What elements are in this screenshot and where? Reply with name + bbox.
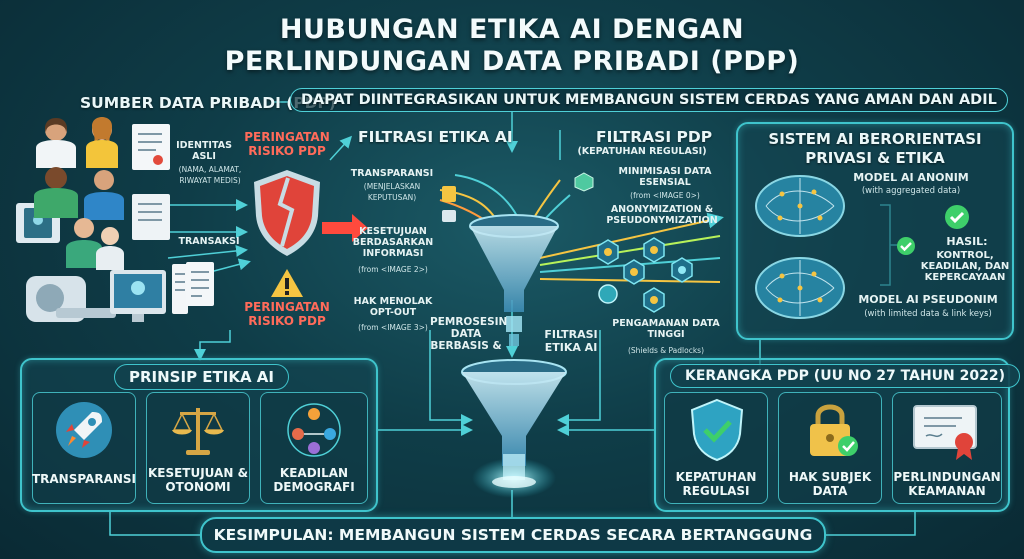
ai-system-header: SISTEM AI BERORIENTASI PRIVASI & ETIKA [768,130,982,167]
principle-label-fairness: KEADILAN DEMOGRAFI [273,466,355,494]
demographic-group-icon [287,403,341,457]
brain-icon-pseudo [755,257,845,319]
framework-label-compliance: KEPATUHAN REGULASI [675,470,757,498]
framework-label-subject-rights: HAK SUBJEK DATA [788,470,872,498]
pdp-filter-subheader: (KEPATUHAN REGULASI) [577,146,707,157]
pseudo-model-detail: (with limited data & link keys) [864,309,992,319]
consent-ref: (from <IMAGE 2>) [358,265,428,274]
optout-title: HAK MENOLAK OPT-OUT [353,296,433,318]
identity-title: IDENTITAS ASLI [176,140,232,162]
check-icon-small [897,237,915,255]
optout-ref: (from <IMAGE 3>) [358,323,428,332]
receipt-icon [186,262,214,306]
integration-banner: DAPAT DIINTEGRASIKAN UNTUK MEMBANGUN SIS… [290,88,1008,112]
conclusion-banner: KESIMPULAN: MEMBANGUN SISTEM CERDAS SECA… [200,517,826,559]
consent-title: KESETUJUAN BERDASARKAN INFORMASI [352,226,434,259]
certificate-icon [913,405,977,460]
top-funnel-icon [469,214,559,346]
padlock-node-icon [598,284,618,304]
data-subjects-illustration [16,117,124,322]
source-header: SUMBER DATA PRIBADI (PDP) [80,94,336,112]
pdp-filter-header: FILTRASI PDP [596,128,713,146]
data-node-icons [597,237,693,313]
pdp-framework-header: KERANGKA PDP (UU NO 27 TAHUN 2022) [670,364,1021,388]
anonymization-label: ANONYMIZATION & PSEUDONYMIZATION [606,204,718,226]
ethics-principles-header: PRINSIP ETIKA AI [114,364,289,390]
result-title: HASIL: [946,235,988,248]
anon-model-title: MODEL AI ANONIM [853,171,969,184]
processing-ethics-label: FILTRASI ETIKA AI [544,328,598,354]
pseudo-model-title: MODEL AI PSEUDONIM [858,293,998,306]
title-line-2: PERLINDUNGAN DATA PRIBADI (PDP) [224,46,800,77]
warning-icon [271,269,303,297]
padlock-icon [810,404,858,456]
risk-warning-bottom: PERINGATAN RISIKO PDP [244,300,330,328]
ethics-filter-header: FILTRASI ETIKA AI [358,128,513,146]
rocket-icon [56,402,112,458]
transparency-detail: (MENJELASKAN KEPUTUSAN) [363,182,421,202]
identity-detail: (NAMA, ALAMAT, RIWAYAT MEDIS) [178,165,242,185]
framework-label-security: PERLINDUNGAN KEAMANAN [893,470,1001,498]
security-title: PENGAMANAN DATA TINGGI [612,318,720,340]
shield-check-icon [690,398,744,462]
broken-shield-icon [254,170,320,256]
minimization-ref: (from <IMAGE 0>) [630,191,700,200]
security-detail: (Shields & Padlocks) [627,346,705,355]
title-line-1: HUBUNGAN ETIKA AI DENGAN [279,14,745,45]
scales-icon [172,408,224,455]
brain-icon-anon [755,175,845,237]
anon-model-detail: (with aggregated data) [861,186,961,196]
minimization-cube-icon [574,172,594,192]
monitor-icon [110,264,188,322]
document-icons [132,124,170,240]
transactions-label: TRANSAKSI [178,236,240,247]
minimization-title: MINIMISASI DATA ESENSIAL [618,166,712,188]
check-icon-top [945,205,969,229]
bottom-funnel-icon [461,359,567,498]
processing-label: PEMROSESIN DATA BERBASIS & [430,316,508,352]
result-detail: KONTROL, KEADILAN, DAN KEPERCAYAAN [920,250,1010,283]
transparency-title: TRANSPARANSI [350,168,434,179]
principle-label-transparency: TRANSPARANSI [31,472,137,486]
principle-label-consent: KESETUJUAN & OTONOMI [147,466,249,494]
data-packet-icons [442,186,456,222]
risk-warning-top: PERINGATAN RISIKO PDP [244,130,330,158]
